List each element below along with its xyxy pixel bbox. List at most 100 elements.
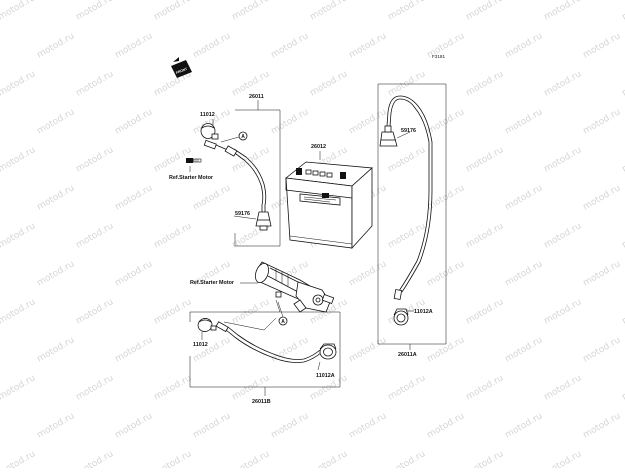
callout-a-top: A [241,134,245,140]
watermark-text: motod.ru [621,221,625,250]
watermark-text: motod.ru [153,221,194,250]
watermark-text: motod.ru [465,221,506,250]
label-59176-right: 59176 [401,128,416,134]
watermark-text: motod.ru [36,107,77,136]
label-11012-bottom: 11012 [193,342,208,348]
label-26011a: 26011A [398,352,417,358]
watermark-text: motod.ru [114,335,155,364]
watermark-text: motod.ru [75,449,116,468]
watermark-text: motod.ru [114,31,155,60]
watermark-text: motod.ru [0,373,37,402]
watermark-text: motod.ru [543,449,584,468]
watermark-text: motod.ru [231,449,272,468]
watermark-text: motod.ru [504,259,545,288]
watermark-text: motod.ru [582,107,623,136]
watermark-text: motod.ru [36,259,77,288]
watermark-text: motod.ru [75,221,116,250]
callout-a-mid: A [281,319,285,325]
watermark-text: motod.ru [387,0,428,23]
watermark-text: motod.ru [504,411,545,440]
watermark-text: motod.ru [465,449,506,468]
terminal-cap-11012a-bottom [320,344,336,359]
watermark-text: motod.ru [621,69,625,98]
watermark-text: motod.ru [348,335,389,364]
watermark-text: motod.ru [465,373,506,402]
watermark-text: motod.ru [582,183,623,212]
watermark-text: motod.ru [504,107,545,136]
watermark-text: motod.ru [621,449,625,468]
watermark-text: motod.ru [504,335,545,364]
watermark-text: motod.ru [270,411,311,440]
watermark-text: motod.ru [504,31,545,60]
watermark-text: motod.ru [153,449,194,468]
terminal-cap-top [201,124,218,140]
watermark-text: motod.ru [387,449,428,468]
watermark-text: motod.ru [36,31,77,60]
watermark-text: motod.ru [387,373,428,402]
watermark-text: motod.ru [0,449,37,468]
watermark-text: motod.ru [75,373,116,402]
watermark-text: motod.ru [387,221,428,250]
watermark-text: motod.ru [465,69,506,98]
watermark-text: motod.ru [36,335,77,364]
watermark-text: motod.ru [0,221,37,250]
watermark-text: motod.ru [192,31,233,60]
watermark-text: motod.ru [387,145,428,174]
watermark-text: motod.ru [582,335,623,364]
watermark-text: motod.ru [114,259,155,288]
watermark-text: motod.ru [75,69,116,98]
bolt-icon [186,158,201,163]
watermark-text: motod.ru [0,145,37,174]
ref-starter-motor-top: Ref.Starter Motor [169,175,214,181]
watermark-text: motod.ru [309,69,350,98]
watermark-text: motod.ru [153,373,194,402]
watermark-text: motod.ru [75,297,116,326]
watermark-text: motod.ru [582,259,623,288]
watermark-text: motod.ru [270,31,311,60]
watermark-text: motod.ru [231,145,272,174]
watermark-text: motod.ru [543,0,584,23]
watermark-text: motod.ru [543,69,584,98]
label-11012a-right: 11012A [414,309,433,315]
watermark-text: motod.ru [114,411,155,440]
watermark-text: motod.ru [543,373,584,402]
watermark-text: motod.ru [0,297,37,326]
watermark-text: motod.ru [543,297,584,326]
watermark-text: motod.ru [426,411,467,440]
label-11012a-bottom: 11012A [316,373,335,379]
watermark-text: motod.ru [153,0,194,23]
watermark-text: motod.ru [192,335,233,364]
watermark-text: motod.ru [309,449,350,468]
watermark-text: motod.ru [114,183,155,212]
watermark-text: motod.ru [348,259,389,288]
watermark-text: motod.ru [192,183,233,212]
watermark-text: motod.ru [582,411,623,440]
watermark-text: motod.ru [621,145,625,174]
ref-starter-motor-mid: Ref.Starter Motor [190,280,235,286]
label-11012-top: 11012 [200,112,215,118]
label-26012: 26012 [311,144,326,150]
watermark-text: motod.ru [543,221,584,250]
watermark-text: motod.ru [231,0,272,23]
watermark-text: motod.ru [621,297,625,326]
watermark-text: motod.ru [75,145,116,174]
rubber-boot-right [380,126,397,146]
watermark-text: motod.ru [270,107,311,136]
label-59176-left: 59176 [235,211,250,217]
figure-code: F3181 [432,54,445,59]
watermark-text: motod.ru [621,0,625,23]
watermark-text: motod.ru [465,145,506,174]
watermark-text: motod.ru [309,0,350,23]
watermark-text: motod.ru [465,0,506,23]
watermark-text: motod.ru [621,373,625,402]
watermark-text: motod.ru [75,0,116,23]
watermark-text: motod.ru [192,411,233,440]
watermark-text: motod.ru [582,31,623,60]
watermark-text: motod.ru [504,183,545,212]
watermark-text: motod.ru [0,0,37,23]
watermark-text: motod.ru [153,297,194,326]
watermark-text: motod.ru [348,31,389,60]
watermark-text: motod.ru [543,145,584,174]
watermark-text: motod.ru [465,297,506,326]
